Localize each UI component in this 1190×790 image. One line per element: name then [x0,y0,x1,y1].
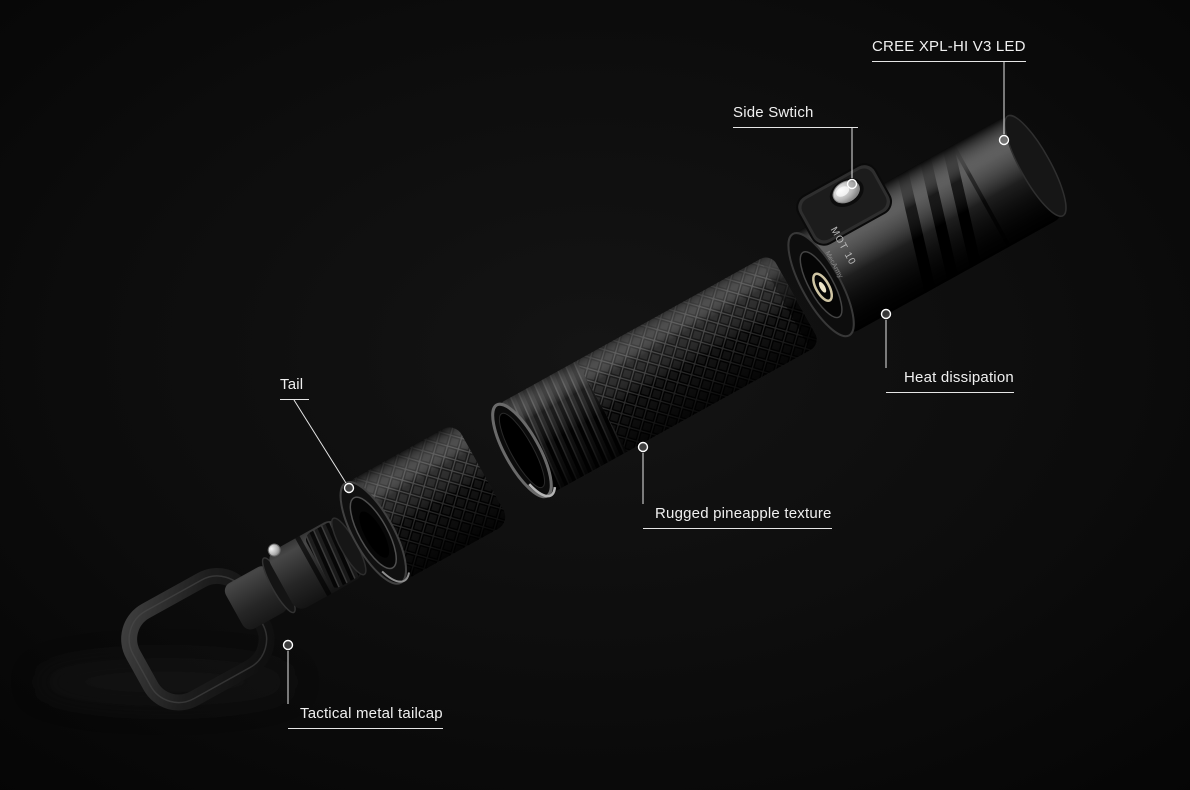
bezel-face [1004,114,1067,217]
tailcap-marker [282,639,294,651]
heat-marker [880,308,892,320]
tailcap-assembly [121,517,367,711]
tail-marker [343,482,355,494]
callout-side-switch-label: Side Swtich [733,104,858,128]
side-switch-marker [846,178,858,190]
qd-release-button [267,543,281,557]
callout-tail-label: Tail [280,376,310,400]
tail-leader-line [293,399,347,484]
led-marker [998,134,1010,146]
head-unit: MOT 10 MecArmy [787,113,1067,338]
tail-ring [339,422,511,585]
callout-tailcap-label: Tactical metal tailcap [288,705,443,729]
callout-texture-label: Rugged pineapple texture [643,505,832,529]
callout-led-label: CREE XPL-HI V3 LED [872,38,1026,62]
texture-marker [637,441,649,453]
callout-heat-label: Heat dissipation [886,369,1014,393]
body-tube [491,253,821,499]
driver-contact-ring [812,272,834,303]
